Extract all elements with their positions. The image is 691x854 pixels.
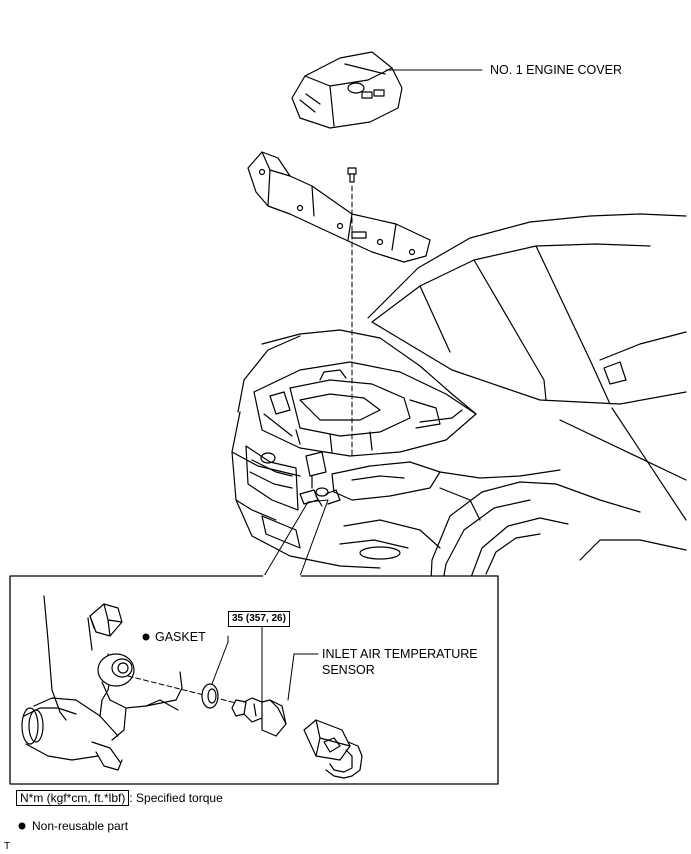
- detail-box: [9, 575, 499, 785]
- support-bracket-part: [247, 151, 431, 263]
- torque-unit-box: N*m (kgf*cm, ft.*lbf): [16, 790, 130, 806]
- legend-non-reusable-bullet-icon: [18, 822, 26, 830]
- legend-torque: N*m (kgf*cm, ft.*lbf): Specified torque: [16, 790, 223, 806]
- sensor-boss: [97, 653, 183, 741]
- inlet-air-temperature-sensor-part: [231, 697, 287, 737]
- legend-non-reusable: Non-reusable part: [32, 819, 129, 833]
- sensor-label-line1: INLET AIR TEMPERATURE: [322, 647, 478, 661]
- sensor-location-detail: [299, 451, 341, 507]
- car-body: [231, 213, 687, 601]
- gasket-label: GASKET: [155, 630, 206, 644]
- sensor-label-line2: SENSOR: [322, 663, 375, 677]
- engine-cover-label: NO. 1 ENGINE COVER: [490, 63, 622, 77]
- air-intake-duct: [21, 595, 123, 771]
- engine-cover-part: [291, 51, 403, 129]
- duct-clip: [89, 603, 123, 637]
- bolt-part: [347, 167, 357, 183]
- non-reusable-bullet-icon: [142, 633, 150, 641]
- gasket-part: [201, 683, 219, 709]
- torque-value-box: 35 (357, 26): [228, 611, 290, 627]
- corner-mark: T: [4, 841, 11, 852]
- torque-description: : Specified torque: [129, 791, 223, 805]
- sensor-connector: [303, 719, 363, 779]
